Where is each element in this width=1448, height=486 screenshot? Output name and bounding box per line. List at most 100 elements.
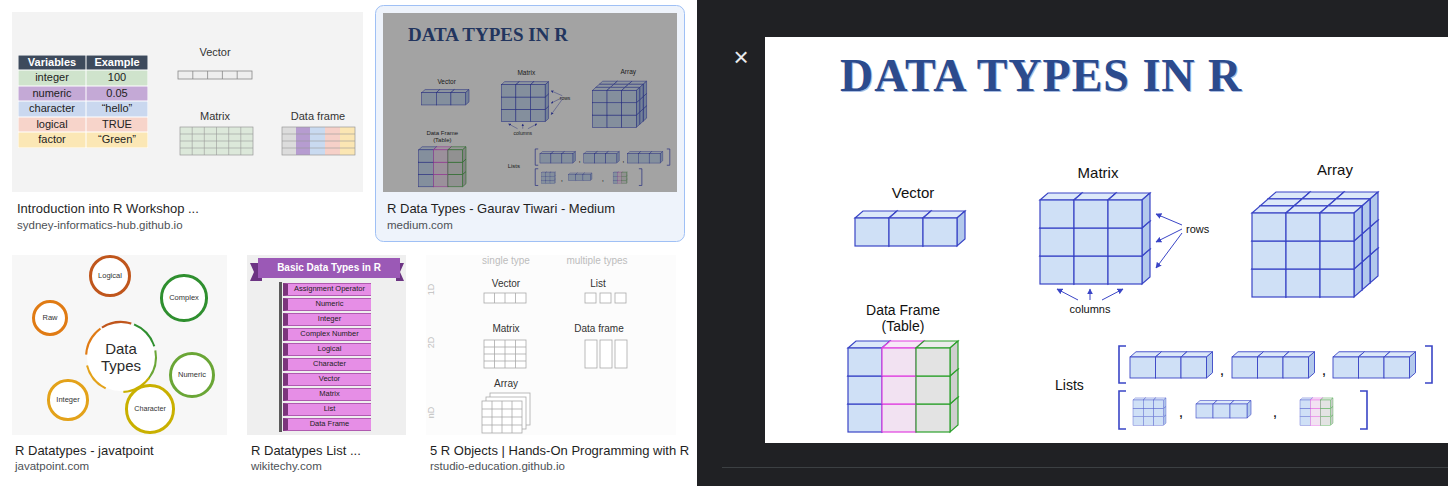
type-circle: Integer: [47, 379, 88, 420]
list-band: Character: [283, 358, 371, 371]
thumbnail-workshop-part-part: [180, 141, 253, 142]
type-circle-text: Logical: [98, 272, 122, 281]
list-separator: ,: [622, 155, 624, 165]
thumbnail-rstudio-part-part: [484, 293, 526, 303]
list-band-text: Matrix: [319, 390, 339, 399]
list-band-text: Data Frame: [310, 420, 350, 429]
list-band-text: List: [324, 405, 336, 414]
shape-label: Matrix: [1078, 164, 1119, 182]
result-title: 5 R Objects | Hands-On Programming with …: [430, 443, 689, 459]
list-band-text: Integer: [318, 315, 341, 324]
thumbnail-rstudio-part-part: [515, 293, 516, 303]
type-circle: Character: [125, 384, 175, 434]
table-header: Variables: [18, 55, 86, 70]
result-source: medium.com: [387, 219, 453, 233]
preview-panel-part: [848, 192, 1432, 432]
shape-label: Data frame: [574, 323, 623, 335]
title-banner-text: Basic Data Types in R: [277, 262, 381, 274]
list-separator: ,: [1322, 360, 1326, 379]
thumbnail-rstudio-part-part: [484, 361, 526, 362]
shape-label: Vector: [892, 184, 935, 202]
table-cell: 100: [86, 70, 148, 86]
thumbnail-workshop-part-part: [207, 71, 208, 79]
shape-label: columns: [513, 130, 532, 136]
result-source: wikitechy.com: [251, 460, 322, 474]
thumbnail-workshop-part: [282, 127, 355, 155]
list-band: Integer: [283, 313, 371, 326]
preview-panel-part: [722, 467, 1448, 468]
thumbnail-rstudio: [426, 255, 676, 435]
thumbnail-workshop-part: [178, 71, 252, 79]
thumbnail-rstudio-part-part: [482, 401, 522, 433]
list-band-text: Assignment Operator: [294, 285, 365, 294]
thumbnail-workshop-part: [193, 71, 237, 79]
close-button: ×: [733, 42, 748, 73]
thumbnail-rstudio-part: [482, 293, 627, 433]
list-band: Vector: [283, 373, 371, 386]
type-circle: Raw: [32, 300, 68, 336]
thumbnail-workshop-part-part: [282, 141, 355, 142]
dimension-label: 1D: [427, 284, 438, 296]
shape-label: Vector: [437, 78, 455, 86]
thumbnail-rstudio-part-part: [482, 417, 522, 418]
title-banner: Basic Data Types in R: [258, 258, 400, 278]
thumbnail-wikitechy: [247, 255, 406, 435]
thumbnail-workshop-part-part: [192, 71, 193, 79]
shape-label: List: [590, 278, 606, 290]
thumbnail-workshop-part: [12, 12, 363, 192]
table-header: Example: [86, 55, 148, 70]
thumbnail-medium-part: [383, 13, 677, 192]
list-band: Numeric: [283, 298, 371, 311]
thumbnail-rstudio-part-part: [585, 340, 597, 368]
list-band: Logical: [283, 343, 371, 356]
shape-label: Lists: [1055, 377, 1084, 394]
result-title: Introduction into R Workshop ...: [17, 201, 199, 217]
shape-label: rows: [1186, 223, 1209, 236]
list-separator: ,: [1220, 360, 1224, 379]
table-cell: TRUE: [86, 117, 148, 133]
thumbnail-wikitechy-part: [279, 282, 282, 432]
thumbnail-rstudio-part-part: [615, 293, 626, 303]
thumbnail-javatpoint: [12, 255, 227, 435]
thumbnail-rstudio-part-part: [600, 340, 612, 368]
shape-label: Data frame: [291, 110, 345, 123]
thumbnail-rstudio-part-part: [505, 293, 506, 303]
type-circle-text: Integer: [56, 396, 79, 405]
center-circle-text: Data Types: [93, 340, 149, 375]
table-cell: 0.05: [86, 86, 148, 102]
list-band-text: Character: [313, 360, 346, 369]
thumbnail-workshop: [12, 12, 363, 192]
list-band: Matrix: [283, 388, 371, 401]
thumbnail-workshop-part-part: [180, 148, 253, 149]
dimension-label: 2D: [427, 337, 438, 349]
thumbnail-rstudio-part-part: [585, 293, 596, 303]
thumbnail-rstudio-part-part: [482, 409, 522, 410]
type-circle: Complex: [160, 274, 208, 322]
thumbnail-rstudio-part-part: [494, 293, 495, 303]
thumbnail-workshop-part: [180, 127, 253, 155]
thumbnail-workshop-part-part: [222, 71, 223, 79]
dimension-label: nD: [427, 407, 438, 419]
shape-label: columns: [1070, 303, 1111, 316]
list-separator: ,: [602, 174, 604, 184]
list-band: Assignment Operator: [283, 283, 371, 296]
thumbnail-workshop-part-part: [237, 71, 238, 79]
shape-label: Array: [1317, 161, 1353, 179]
type-circle-text: Character: [134, 405, 166, 413]
list-separator: ,: [1273, 402, 1277, 421]
thumbnail-javatpoint-part: [12, 255, 227, 435]
shape-label: Array: [621, 68, 637, 76]
table-cell: “hello”: [86, 101, 148, 117]
thumbnail-workshop-part: [180, 127, 253, 155]
shape-label: Lists: [508, 163, 520, 170]
result-source: sydney-informatics-hub.github.io: [17, 219, 183, 233]
thumbnail-rstudio-part-part: [600, 293, 611, 303]
thumbnail-wikitechy-part: [247, 255, 406, 435]
shape-label: Data Frame (Table): [420, 130, 464, 144]
image-title: DATA TYPES IN R: [840, 50, 1242, 103]
center-circle: Data Types: [87, 323, 155, 391]
list-band-text: Numeric: [316, 300, 344, 309]
preview-panel-part: [697, 0, 1448, 486]
shape-label: Matrix: [492, 323, 519, 335]
table-cell: “Green”: [86, 132, 148, 148]
